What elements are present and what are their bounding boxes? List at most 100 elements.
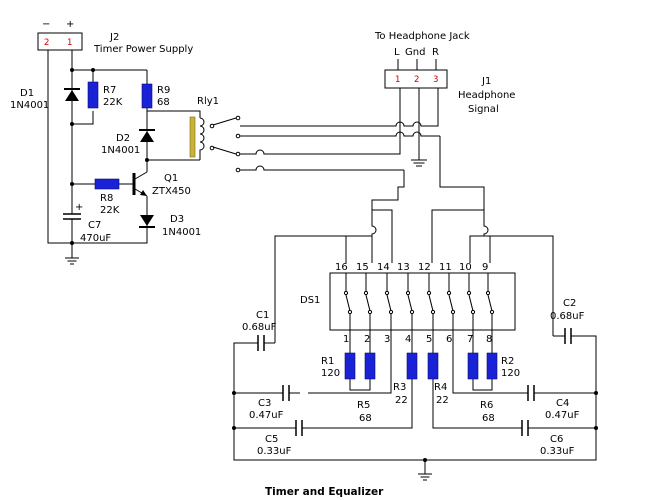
ds1-switch-2 xyxy=(363,273,373,330)
r9-ref: R9 xyxy=(157,85,170,96)
ds1-pin-2: 2 xyxy=(364,334,370,345)
diagram-title: Timer and Equalizer xyxy=(265,486,384,498)
d3-diode: D3 1N4001 xyxy=(139,214,201,238)
ds1-ref: DS1 xyxy=(300,295,320,306)
ds1-top-pin-labels: 16 15 14 13 12 11 10 9 xyxy=(335,262,488,273)
j1-col-l: L xyxy=(394,47,400,58)
r1-ref: R1 xyxy=(321,356,334,367)
c4-capacitor: C4 0.47uF xyxy=(527,385,580,421)
ds1-switch-5 xyxy=(426,273,436,330)
c1-value: 0.68uF xyxy=(242,322,277,333)
r9-value: 68 xyxy=(157,97,170,108)
j2-minus-label: − xyxy=(42,19,50,30)
r3-value: 22 xyxy=(395,395,408,406)
ds1-pin-7: 7 xyxy=(467,334,473,345)
r4-resistor: R4 22 xyxy=(427,352,449,406)
ds1-pin-10: 10 xyxy=(459,262,472,273)
ds1-pin-15: 15 xyxy=(356,262,369,273)
j1-connector: To Headphone Jack L Gnd R 1 2 3 J1 Headp… xyxy=(374,31,515,115)
c2-value: 0.68uF xyxy=(550,311,585,322)
j2-name: Timer Power Supply xyxy=(93,44,193,55)
d2-value: 1N4001 xyxy=(101,145,140,156)
r6-resistor: R6 68 xyxy=(467,352,495,424)
ds1-pin-16: 16 xyxy=(335,262,348,273)
c6-value: 0.33uF xyxy=(540,446,575,457)
ds1-switch-7 xyxy=(466,273,476,330)
r8-resistor: R8 22K xyxy=(94,178,120,216)
ds1-switch-3 xyxy=(384,273,394,330)
r7-ref: R7 xyxy=(103,85,116,96)
c7-value: 470uF xyxy=(80,233,111,244)
power-wiring xyxy=(47,50,200,258)
c2-ref: C2 xyxy=(563,298,576,309)
r5-ref: R5 xyxy=(357,400,370,411)
ground-symbol-power xyxy=(65,257,79,265)
j1-col-r: R xyxy=(432,47,439,58)
ds1-pin-1: 1 xyxy=(343,334,349,345)
q1-transistor: Q1 ZTX450 xyxy=(132,171,191,197)
equalizer-wiring xyxy=(232,235,598,481)
r5-resistor: R5 68 xyxy=(357,352,376,424)
r6-value: 68 xyxy=(482,413,495,424)
r7-value: 22K xyxy=(103,97,123,108)
c5-ref: C5 xyxy=(265,434,278,445)
j1-pin-2: 2 xyxy=(414,75,419,85)
c2-capacitor: C2 0.68uF xyxy=(550,298,585,344)
j1-name-1: Headphone xyxy=(458,90,515,101)
d1-value: 1N4001 xyxy=(10,100,49,111)
d2-ref: D2 xyxy=(116,133,130,144)
j1-pin-1: 1 xyxy=(395,75,400,85)
j1-body xyxy=(384,69,448,89)
r2-value: 120 xyxy=(501,368,520,379)
c7-capacitor: + C7 470uF xyxy=(63,202,111,244)
c6-capacitor: C6 0.33uF xyxy=(521,420,575,457)
c5-capacitor: C5 0.33uF xyxy=(257,420,303,457)
r4-ref: R4 xyxy=(434,382,447,393)
r1-value: 120 xyxy=(321,368,340,379)
c7-ref: C7 xyxy=(88,220,101,231)
j1-name-2: Signal xyxy=(468,104,499,115)
r7-resistor: R7 22K xyxy=(87,81,123,109)
c3-ref: C3 xyxy=(258,398,271,409)
r9-resistor: R9 68 xyxy=(141,83,170,109)
d1-ref: D1 xyxy=(20,88,34,99)
j1-col-gnd: Gnd xyxy=(405,47,425,58)
c4-ref: C4 xyxy=(556,398,569,409)
ds1-pin-6: 6 xyxy=(446,334,452,345)
r3-ref: R3 xyxy=(393,382,406,393)
rly1-ref: Rly1 xyxy=(197,96,219,107)
c6-ref: C6 xyxy=(550,434,563,445)
ds1-dip-switch: DS1 16 15 14 13 12 11 10 9 1 2 3 4 5 6 7… xyxy=(300,262,516,345)
c1-ref: C1 xyxy=(256,310,269,321)
ds1-pin-9: 9 xyxy=(482,262,488,273)
ds1-body xyxy=(329,272,516,331)
c4-value: 0.47uF xyxy=(545,410,580,421)
j1-pin-3: 3 xyxy=(433,75,438,85)
c3-capacitor: C3 0.47uF xyxy=(249,385,290,421)
relay-rly1: Rly1 xyxy=(147,96,241,173)
r8-value: 22K xyxy=(100,205,120,216)
d3-value: 1N4001 xyxy=(162,227,201,238)
r8-ref: R8 xyxy=(100,193,113,204)
r5-value: 68 xyxy=(359,413,372,424)
r3-resistor: R3 22 xyxy=(393,352,418,406)
ds1-switch-4 xyxy=(405,273,415,330)
q1-ref: Q1 xyxy=(164,173,178,184)
r2-ref: R2 xyxy=(501,356,514,367)
c7-polarity: + xyxy=(75,202,83,213)
r6-ref: R6 xyxy=(480,400,493,411)
j2-pin-2: 2 xyxy=(44,38,49,48)
j2-plus-label: + xyxy=(66,19,74,30)
d3-ref: D3 xyxy=(170,214,184,225)
c1-capacitor: C1 0.68uF xyxy=(242,310,277,351)
ds1-pin-5: 5 xyxy=(426,334,432,345)
ds1-switch-1 xyxy=(343,273,353,330)
r2-resistor: R2 120 xyxy=(486,352,520,380)
ds1-switch-8 xyxy=(485,273,495,330)
r1-resistor: R1 120 xyxy=(321,352,356,380)
c3-value: 0.47uF xyxy=(249,410,284,421)
j2-pin-1: 1 xyxy=(67,38,72,48)
j1-header: To Headphone Jack xyxy=(374,31,470,42)
ds1-pin-11: 11 xyxy=(439,262,452,273)
